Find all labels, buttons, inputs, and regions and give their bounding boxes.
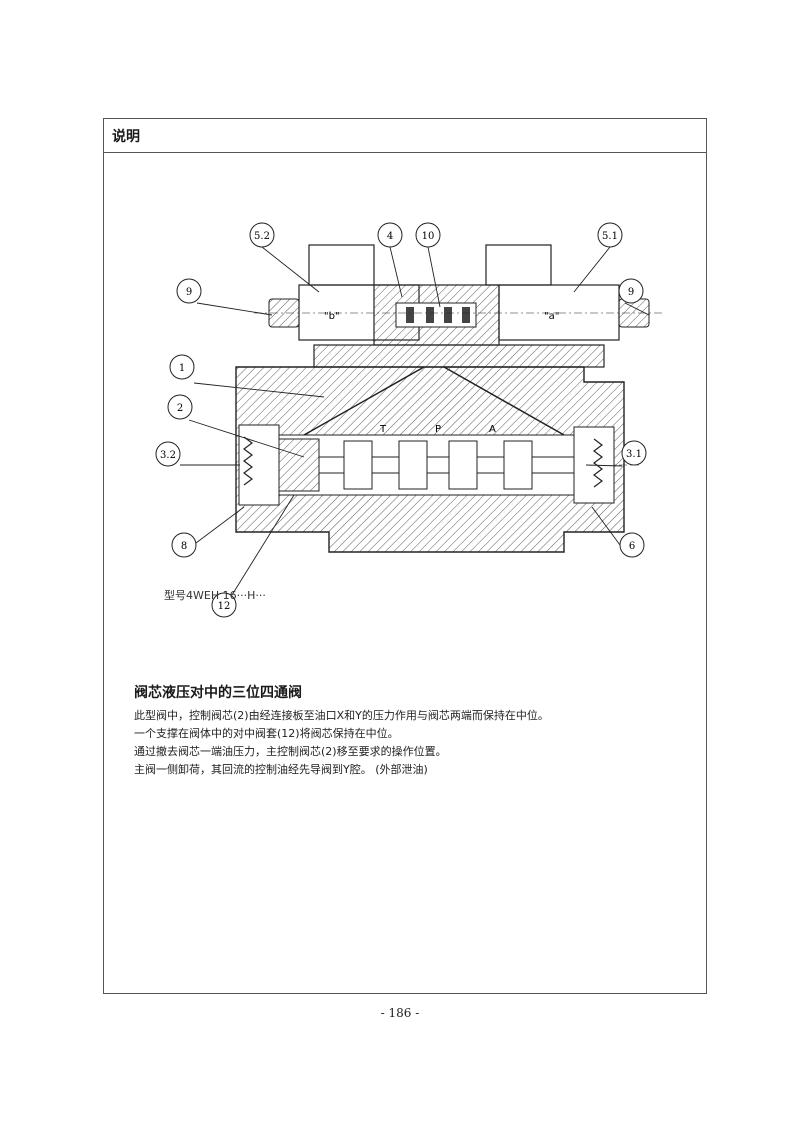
callout-12: 12 — [211, 592, 237, 618]
callout-9-left: 9 — [176, 278, 202, 304]
svg-text:3.2: 3.2 — [160, 450, 176, 461]
callout-6: 6 — [619, 532, 645, 558]
svg-text:5.1: 5.1 — [602, 231, 618, 242]
description-paragraph: 主阀一侧卸荷，其回流的控制油经先导阀到Y腔。 (外部泄油) — [134, 763, 428, 776]
callout-8: 8 — [171, 532, 197, 558]
callout-5-1: 5.1 — [597, 222, 623, 248]
callout-3-1: 3.1 — [621, 440, 647, 466]
solenoid-coil-a — [485, 244, 552, 286]
description-paragraph: 一个支撑在阀体中的对中阀套(12)将阀芯保持在中位。 — [134, 727, 399, 740]
spring-chamber-left — [238, 424, 280, 506]
centering-spring-right — [593, 438, 603, 488]
description-paragraph: 此型阀中，控制阀芯(2)由经连接板至油口X和Y的压力作用与阀芯两端而保持在中位。 — [134, 709, 549, 722]
svg-text:6: 6 — [629, 541, 635, 552]
callout-9-right: 9 — [618, 278, 644, 304]
port-label-a: "a" — [544, 311, 559, 322]
svg-text:9: 9 — [628, 287, 634, 298]
solenoid-coil-b — [308, 244, 375, 286]
svg-text:5.2: 5.2 — [254, 231, 270, 242]
centering-sleeve — [278, 438, 320, 492]
svg-text:3.1: 3.1 — [626, 449, 642, 460]
control-channel — [443, 366, 565, 436]
description-paragraph: 通过撤去阀芯一端油压力，主控制阀芯(2)移至要求的操作位置。 — [134, 745, 447, 758]
intermediate-plate — [313, 344, 605, 368]
svg-text:9: 9 — [186, 287, 192, 298]
pilot-spool-land — [406, 307, 414, 323]
port-label-a-main: A — [489, 424, 496, 435]
svg-text:2: 2 — [177, 403, 183, 414]
callout-1: 1 — [169, 354, 195, 380]
pilot-spool-land — [426, 307, 434, 323]
callout-3-2: 3.2 — [155, 441, 181, 467]
figure-caption: 型号4WEH 16···H··· — [164, 589, 266, 602]
callout-2: 2 — [167, 394, 193, 420]
svg-text:8: 8 — [181, 541, 187, 552]
main-spool-land — [448, 440, 478, 490]
header-bar: 说明 — [104, 119, 706, 153]
svg-text:1: 1 — [179, 363, 185, 374]
control-channel — [303, 366, 425, 436]
callout-5-2: 5.2 — [249, 222, 275, 248]
page-number: - 186 - — [380, 1006, 420, 1020]
content-frame: 说明 — [103, 118, 707, 994]
port-label-b: "b" — [324, 311, 340, 322]
valve-cross-section-figure: "b" "a" T P A — [144, 207, 704, 647]
port-label-t: T — [379, 424, 387, 435]
svg-text:10: 10 — [422, 231, 435, 242]
callout-4: 4 — [377, 222, 403, 248]
main-spool-land — [343, 440, 373, 490]
main-spool-land — [398, 440, 428, 490]
section-title: 阀芯液压对中的三位四通阀 — [134, 685, 302, 701]
pilot-spool-land — [462, 307, 470, 323]
svg-text:4: 4 — [387, 231, 393, 242]
centering-spring-left — [243, 436, 253, 486]
leader-lines — [180, 246, 650, 596]
port-label-p: P — [435, 424, 441, 435]
valve-drawing: "b" "a" T P A — [155, 222, 664, 618]
header-title: 说明 — [112, 129, 140, 145]
pilot-spool-land — [444, 307, 452, 323]
callout-10: 10 — [415, 222, 441, 248]
svg-text:12: 12 — [218, 601, 231, 612]
main-spool-land — [503, 440, 533, 490]
